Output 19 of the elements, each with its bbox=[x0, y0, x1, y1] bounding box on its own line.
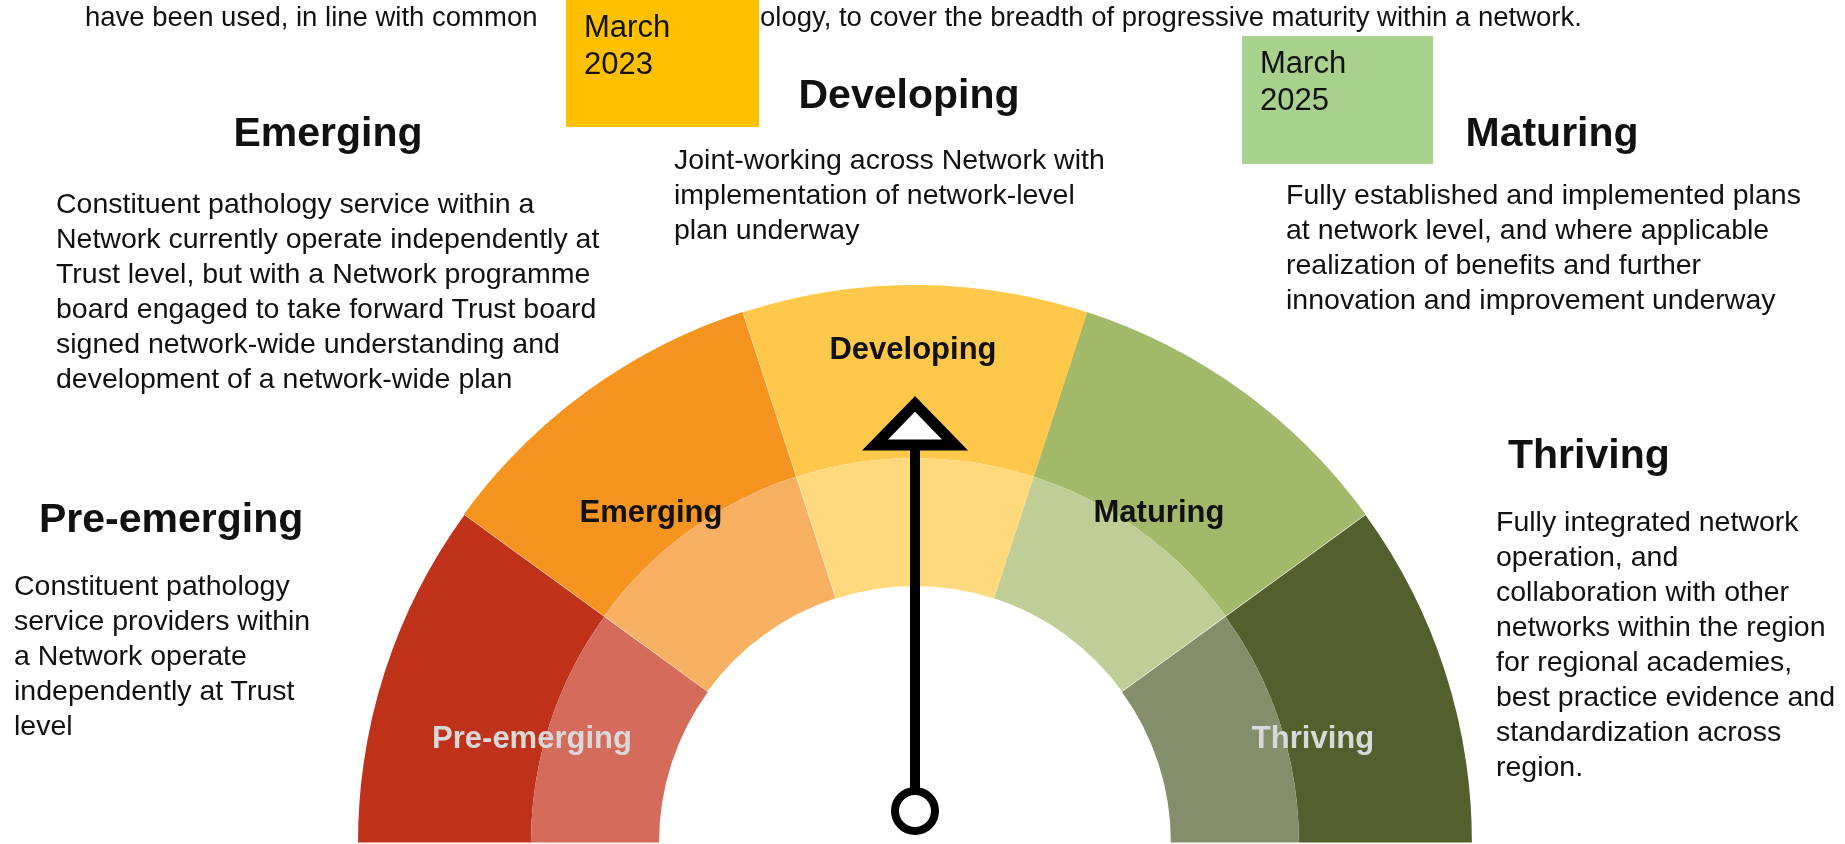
sticky-note: March 2025 bbox=[1242, 36, 1433, 164]
segment-label: Maturing bbox=[1093, 494, 1225, 530]
segment-label: Emerging bbox=[579, 494, 723, 530]
stage-heading: Maturing bbox=[1465, 108, 1639, 156]
stage-heading: Developing bbox=[798, 70, 1020, 118]
segment-label: Pre-emerging bbox=[432, 720, 632, 756]
segment-label: Thriving bbox=[1251, 720, 1375, 756]
stage-description: Constituent pathology service within a Network currently operate independently at Trust level, but with a Network programme board engaged to take forward Trust board signed network-wide understanding and development of a network-wide plan bbox=[56, 186, 601, 396]
stage-description: Joint-working across Network with implementation of network-level plan underway bbox=[674, 142, 1106, 247]
stage-heading: Thriving bbox=[1508, 430, 1670, 478]
stage-description: Constituent pathology service providers within a Network operate independently at Trust level bbox=[14, 568, 312, 743]
stage-description: Fully integrated network operation, and collaboration with other networks within the region for regional academies, best practice evidence and standardization across region. bbox=[1496, 504, 1837, 784]
stage-heading: Pre-emerging bbox=[39, 494, 304, 542]
stage-heading: Emerging bbox=[233, 108, 423, 156]
segment-label: Developing bbox=[829, 331, 997, 367]
body-text: ology, to cover the breadth of progressive maturity within a network. bbox=[760, 2, 1582, 32]
stage-description: Fully established and implemented plans at network level, and where applicable realization of benefits and further innovation and improvement underway bbox=[1286, 177, 1802, 317]
sticky-note: March 2023 bbox=[566, 0, 759, 127]
body-text: have been used, in line with common bbox=[85, 2, 538, 32]
